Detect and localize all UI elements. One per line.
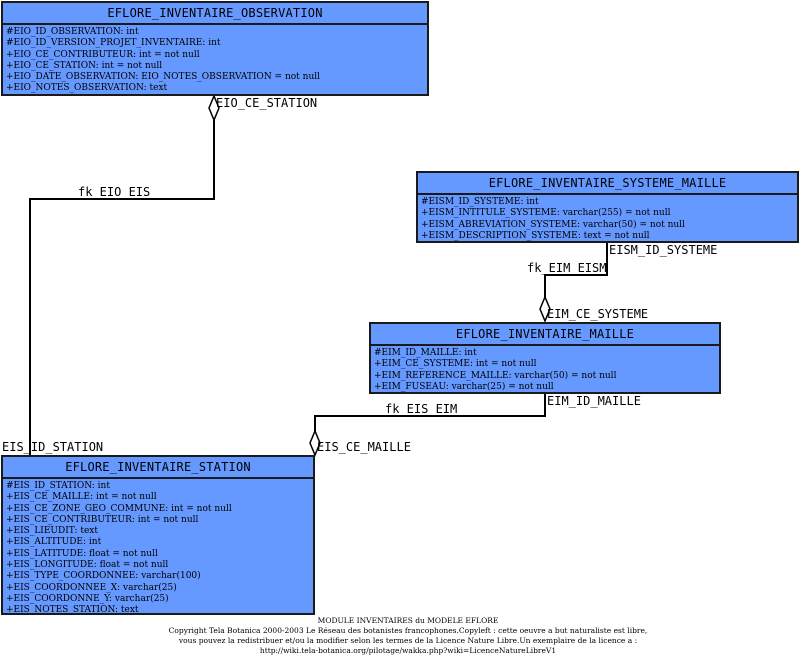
attribute: +EIO_CE_CONTRIBUTEUR: int = not null — [6, 49, 200, 60]
attribute: +EIS_CE_MAILLE: int = not null — [6, 492, 157, 503]
relation-line-fk-eis-eim — [314, 394, 546, 432]
attribute: #EISM_ID_SYSTEME: int — [421, 197, 539, 207]
attribute: +EIS_COORDONNE_Y: varchar(25) — [6, 593, 169, 604]
entity-title: EFLORE_INVENTAIRE_OBSERVATION — [3, 3, 427, 25]
entity-attributes: #EISM_ID_SYSTEME: int +EISM_INTITULE_SYS… — [418, 195, 797, 243]
aggregation-diamond-icon — [539, 295, 551, 323]
footer-copyright: Copyright Tela Botanica 2000-2003 Le Rés… — [168, 626, 648, 635]
relation-name-label: fk_EIO_EIS — [78, 185, 151, 199]
attribute: #EIO_ID_VERSION_PROJET_INVENTAIRE: int — [6, 38, 221, 49]
entity-eflore-inventaire-maille[interactable]: EFLORE_INVENTAIRE_MAILLE #EIM_ID_MAILLE:… — [369, 322, 721, 394]
attribute: +EIM_FUSEAU: varchar(25) = not null — [374, 381, 554, 392]
copyright-footer: MODULE INVENTAIRES du MODELE EFLORE Copy… — [0, 616, 800, 656]
relation-name-label: fk_EIS_EIM — [385, 402, 458, 416]
relation-target-label: EIM_ID_MAILLE — [547, 394, 641, 408]
relation-target-label: EIS_ID_STATION — [2, 440, 104, 454]
entity-attributes: #EIM_ID_MAILLE: int +EIM_CE_SYSTEME: int… — [371, 346, 719, 394]
attribute: #EIO_ID_OBSERVATION: int — [6, 27, 139, 37]
attribute: +EIS_ALTITUDE: int — [6, 537, 102, 548]
relation-source-label: EIS_CE_MAILLE — [317, 440, 411, 454]
entity-attributes: #EIO_ID_OBSERVATION: int #EIO_ID_VERSION… — [3, 25, 427, 96]
aggregation-diamond-icon — [309, 429, 321, 457]
attribute: +EIO_NOTES_OBSERVATION: text — [6, 83, 168, 94]
footer-title: MODULE INVENTAIRES du MODELE EFLORE — [317, 616, 499, 625]
relation-name-label: fk_EIM_EISM — [527, 261, 607, 275]
aggregation-diamond-icon — [208, 94, 220, 122]
attribute: +EIS_TYPE_COORDONNEE: varchar(100) — [6, 571, 201, 582]
attribute: +EISM_INTITULE_SYSTEME: varchar(255) = n… — [421, 208, 671, 219]
entity-title: EFLORE_INVENTAIRE_MAILLE — [371, 324, 719, 346]
attribute: +EIS_NOTES_STATION: text — [6, 605, 139, 616]
relation-source-label: EIM_CE_SYSTEME — [547, 307, 649, 321]
footer-license-url[interactable]: http://wiki.tela-botanica.org/pilotage/w… — [259, 646, 557, 655]
relation-target-label: EISM_ID_SYSTEME — [609, 243, 718, 257]
entity-eflore-inventaire-station[interactable]: EFLORE_INVENTAIRE_STATION #EIS_ID_STATIO… — [1, 455, 315, 615]
entity-attributes: #EIS_ID_STATION: int +EIS_CE_MAILLE: int… — [3, 479, 313, 618]
entity-eflore-inventaire-observation[interactable]: EFLORE_INVENTAIRE_OBSERVATION #EIO_ID_OB… — [1, 1, 429, 96]
attribute: +EIS_CE_CONTRIBUTEUR: int = not null — [6, 514, 199, 525]
attribute: +EISM_DESCRIPTION_SYSTEME: text = not nu… — [421, 230, 650, 241]
attribute: +EIS_LIEUDIT: text — [6, 526, 98, 537]
attribute: #EIS_ID_STATION: int — [6, 481, 110, 491]
entity-title: EFLORE_INVENTAIRE_SYSTEME_MAILLE — [418, 173, 797, 195]
relation-line-fk-eim-eism — [544, 243, 608, 298]
attribute: +EIS_LONGITUDE: float = not null — [6, 560, 169, 571]
attribute: +EIM_REFERENCE_MAILLE: varchar(50) = not… — [374, 370, 617, 381]
relation-line-fk-eio-eis — [29, 119, 215, 455]
attribute: +EIS_LATITUDE: float = not null — [6, 548, 158, 559]
attribute: +EIS_CE_ZONE_GEO_COMMUNE: int = not null — [6, 503, 232, 514]
relation-source-label: EIO_CE_STATION — [216, 96, 318, 110]
attribute: #EIM_ID_MAILLE: int — [374, 348, 477, 358]
attribute: +EIM_CE_SYSTEME: int = not null — [374, 359, 537, 370]
footer-license: vous pouvez la redistribuer et/ou la mod… — [178, 636, 638, 645]
attribute: +EIS_COORDONNEE_X: varchar(25) — [6, 582, 177, 593]
attribute: +EISM_ABREVIATION_SYSTEME: varchar(50) =… — [421, 219, 685, 230]
entity-eflore-inventaire-systeme-maille[interactable]: EFLORE_INVENTAIRE_SYSTEME_MAILLE #EISM_I… — [416, 171, 799, 243]
attribute: +EIO_DATE_OBSERVATION: EIO_NOTES_OBSERVA… — [6, 72, 320, 83]
attribute: +EIO_CE_STATION: int = not null — [6, 60, 163, 71]
entity-title: EFLORE_INVENTAIRE_STATION — [3, 457, 313, 479]
